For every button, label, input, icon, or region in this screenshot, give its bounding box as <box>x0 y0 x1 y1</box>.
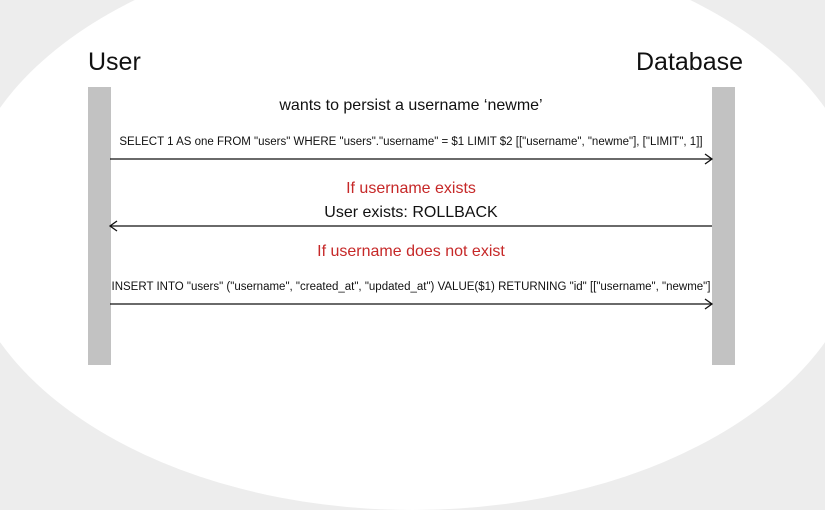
rollback-arrow <box>108 220 712 232</box>
condition-exists-label: If username exists <box>346 180 476 197</box>
database-lifeline <box>712 87 735 365</box>
intent-note: wants to persist a username ‘newme’ <box>279 97 543 114</box>
insert-arrow <box>110 298 714 310</box>
actor-user: User <box>88 48 141 76</box>
select-query-label: SELECT 1 AS one FROM "users" WHERE "user… <box>119 136 703 148</box>
insert-query-label: INSERT INTO "users" ("username", "create… <box>111 281 711 293</box>
select-arrow <box>110 153 714 165</box>
user-lifeline <box>88 87 111 365</box>
rollback-label: User exists: ROLLBACK <box>324 204 498 221</box>
message-arrows <box>108 153 714 310</box>
condition-not-exists-label: If username does not exist <box>317 243 505 260</box>
actor-database: Database <box>636 48 744 76</box>
